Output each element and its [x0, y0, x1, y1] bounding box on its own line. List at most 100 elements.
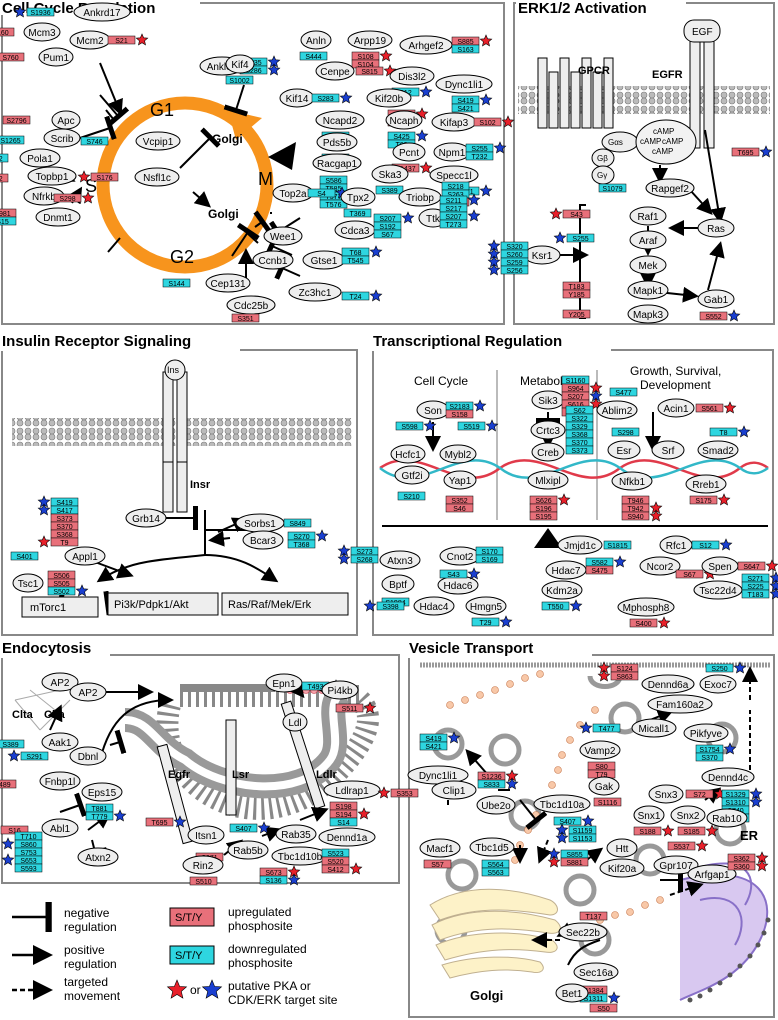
phosphosite-box — [553, 816, 582, 826]
phosphosite-label: S746 — [86, 139, 102, 146]
phosphosite-label: S322 — [571, 416, 587, 423]
protein-ellipse — [340, 187, 376, 207]
protein-ellipse — [35, 207, 81, 227]
blue-star-icon — [759, 145, 773, 158]
protein-label: Itsn1 — [195, 831, 217, 842]
protein-label: Hdac6 — [444, 581, 473, 592]
phosphosite-label: S273 — [356, 549, 372, 556]
phosphosite-label: S362 — [733, 856, 749, 863]
phosphosite-box — [611, 427, 640, 437]
phosphosite-label: S185 — [683, 829, 699, 836]
protein-label: Snx1 — [638, 811, 661, 822]
blue-star-icon — [467, 193, 481, 206]
phosphosite-box — [439, 219, 468, 229]
phosphosite-box — [593, 797, 622, 807]
svg-text:S/T/Y: S/T/Y — [175, 912, 203, 924]
red-star-icon — [765, 559, 778, 572]
protein-ellipse — [465, 596, 507, 616]
phosphosite-label: S194 — [335, 812, 351, 819]
panel-title-insulin: Insulin Receptor Signaling — [2, 333, 191, 350]
phosphosite-label: S207 — [567, 394, 583, 401]
phosphosite-label: S421 — [457, 106, 473, 113]
protein-label: Gpr107 — [659, 861, 693, 872]
protein-node-fam160a2: Fam160a2 — [647, 694, 713, 714]
protein-ellipse — [300, 30, 332, 50]
phosphosite-label: S360 — [733, 864, 749, 871]
phosphosite-label: S849 — [289, 521, 305, 528]
protein-label: Gak — [595, 782, 614, 793]
protein-label: Kif20b — [375, 94, 404, 105]
protein-label: Arhgef2 — [408, 41, 443, 52]
protein-label: Mcm3 — [28, 28, 56, 39]
protein-label: Epn1 — [272, 679, 296, 690]
phosphosite-box — [321, 864, 350, 874]
protein-ellipse — [599, 858, 645, 878]
phosphosite-label: S400 — [635, 621, 651, 628]
protein-ellipse — [533, 794, 591, 814]
phosphosite-label: S753 — [20, 850, 36, 857]
phosphosite-label: S653 — [20, 858, 36, 865]
golgi-label-2: Golgi — [208, 207, 239, 221]
protein-label: Dnmt1 — [43, 213, 73, 224]
red-star-icon — [37, 535, 51, 548]
blue-star-icon — [1, 853, 15, 866]
blue-star-icon — [749, 795, 763, 808]
protein-label: Atxn3 — [387, 556, 413, 567]
blue-star-icon — [723, 742, 737, 755]
phosphosite-box — [585, 565, 614, 575]
protein-label: Bptf — [389, 580, 407, 591]
phosphosite-label: S320 — [506, 244, 522, 251]
blue-star-icon — [37, 503, 51, 516]
phosphosite-box — [565, 445, 594, 455]
phosphosite-label: S1754 — [699, 747, 719, 754]
phosphosite-label: S511 — [342, 706, 358, 713]
panel-title-erk: ERK1/2 Activation — [518, 0, 647, 17]
protein-node-ap2b: AP2 — [69, 682, 107, 702]
protein-label: Triobp — [406, 193, 434, 204]
phosphosite-box — [741, 589, 770, 599]
protein-label: Kif20a — [608, 864, 637, 875]
protein-ellipse — [366, 88, 412, 108]
protein-node-rab10: Rab10 — [706, 808, 748, 828]
protein-ellipse — [12, 573, 44, 593]
phosphosite-box — [629, 618, 658, 628]
phosphosite-label: S298 — [617, 430, 633, 437]
phosphosite-box — [695, 752, 724, 762]
blue-star-icon — [287, 873, 301, 886]
phosphosite-label: T550 — [548, 604, 564, 611]
phosphosite-label: S389 — [2, 742, 18, 749]
phosphosite-box — [685, 789, 714, 799]
protein-ellipse — [476, 795, 516, 815]
phosphosite-label: S862 — [0, 176, 3, 183]
svg-text:Gγ: Gγ — [597, 171, 607, 180]
protein-label: Hdac7 — [552, 566, 581, 577]
phosphosite-box — [451, 44, 480, 54]
protein-label: Dbnl — [78, 752, 99, 763]
phosphosite-box — [259, 875, 288, 885]
protein-label: Mapk3 — [633, 310, 663, 321]
protein-ellipse — [41, 818, 79, 838]
phosphosite-label: S283 — [317, 96, 333, 103]
phosphosite-label: T369 — [350, 211, 366, 218]
protein-ellipse — [579, 740, 621, 760]
phosphosite-box — [0, 153, 9, 163]
protein-label: Kdm2a — [546, 586, 578, 597]
svg-text:regulation: regulation — [64, 920, 117, 934]
phosphosite-label: S475 — [591, 568, 607, 575]
protein-ellipse — [27, 166, 77, 186]
phosphosite-box — [390, 788, 419, 798]
phosphosite-label: S370 — [701, 755, 717, 762]
protein-ellipse — [205, 273, 251, 293]
blue-star-icon — [505, 777, 519, 790]
protein-ellipse — [227, 840, 269, 860]
